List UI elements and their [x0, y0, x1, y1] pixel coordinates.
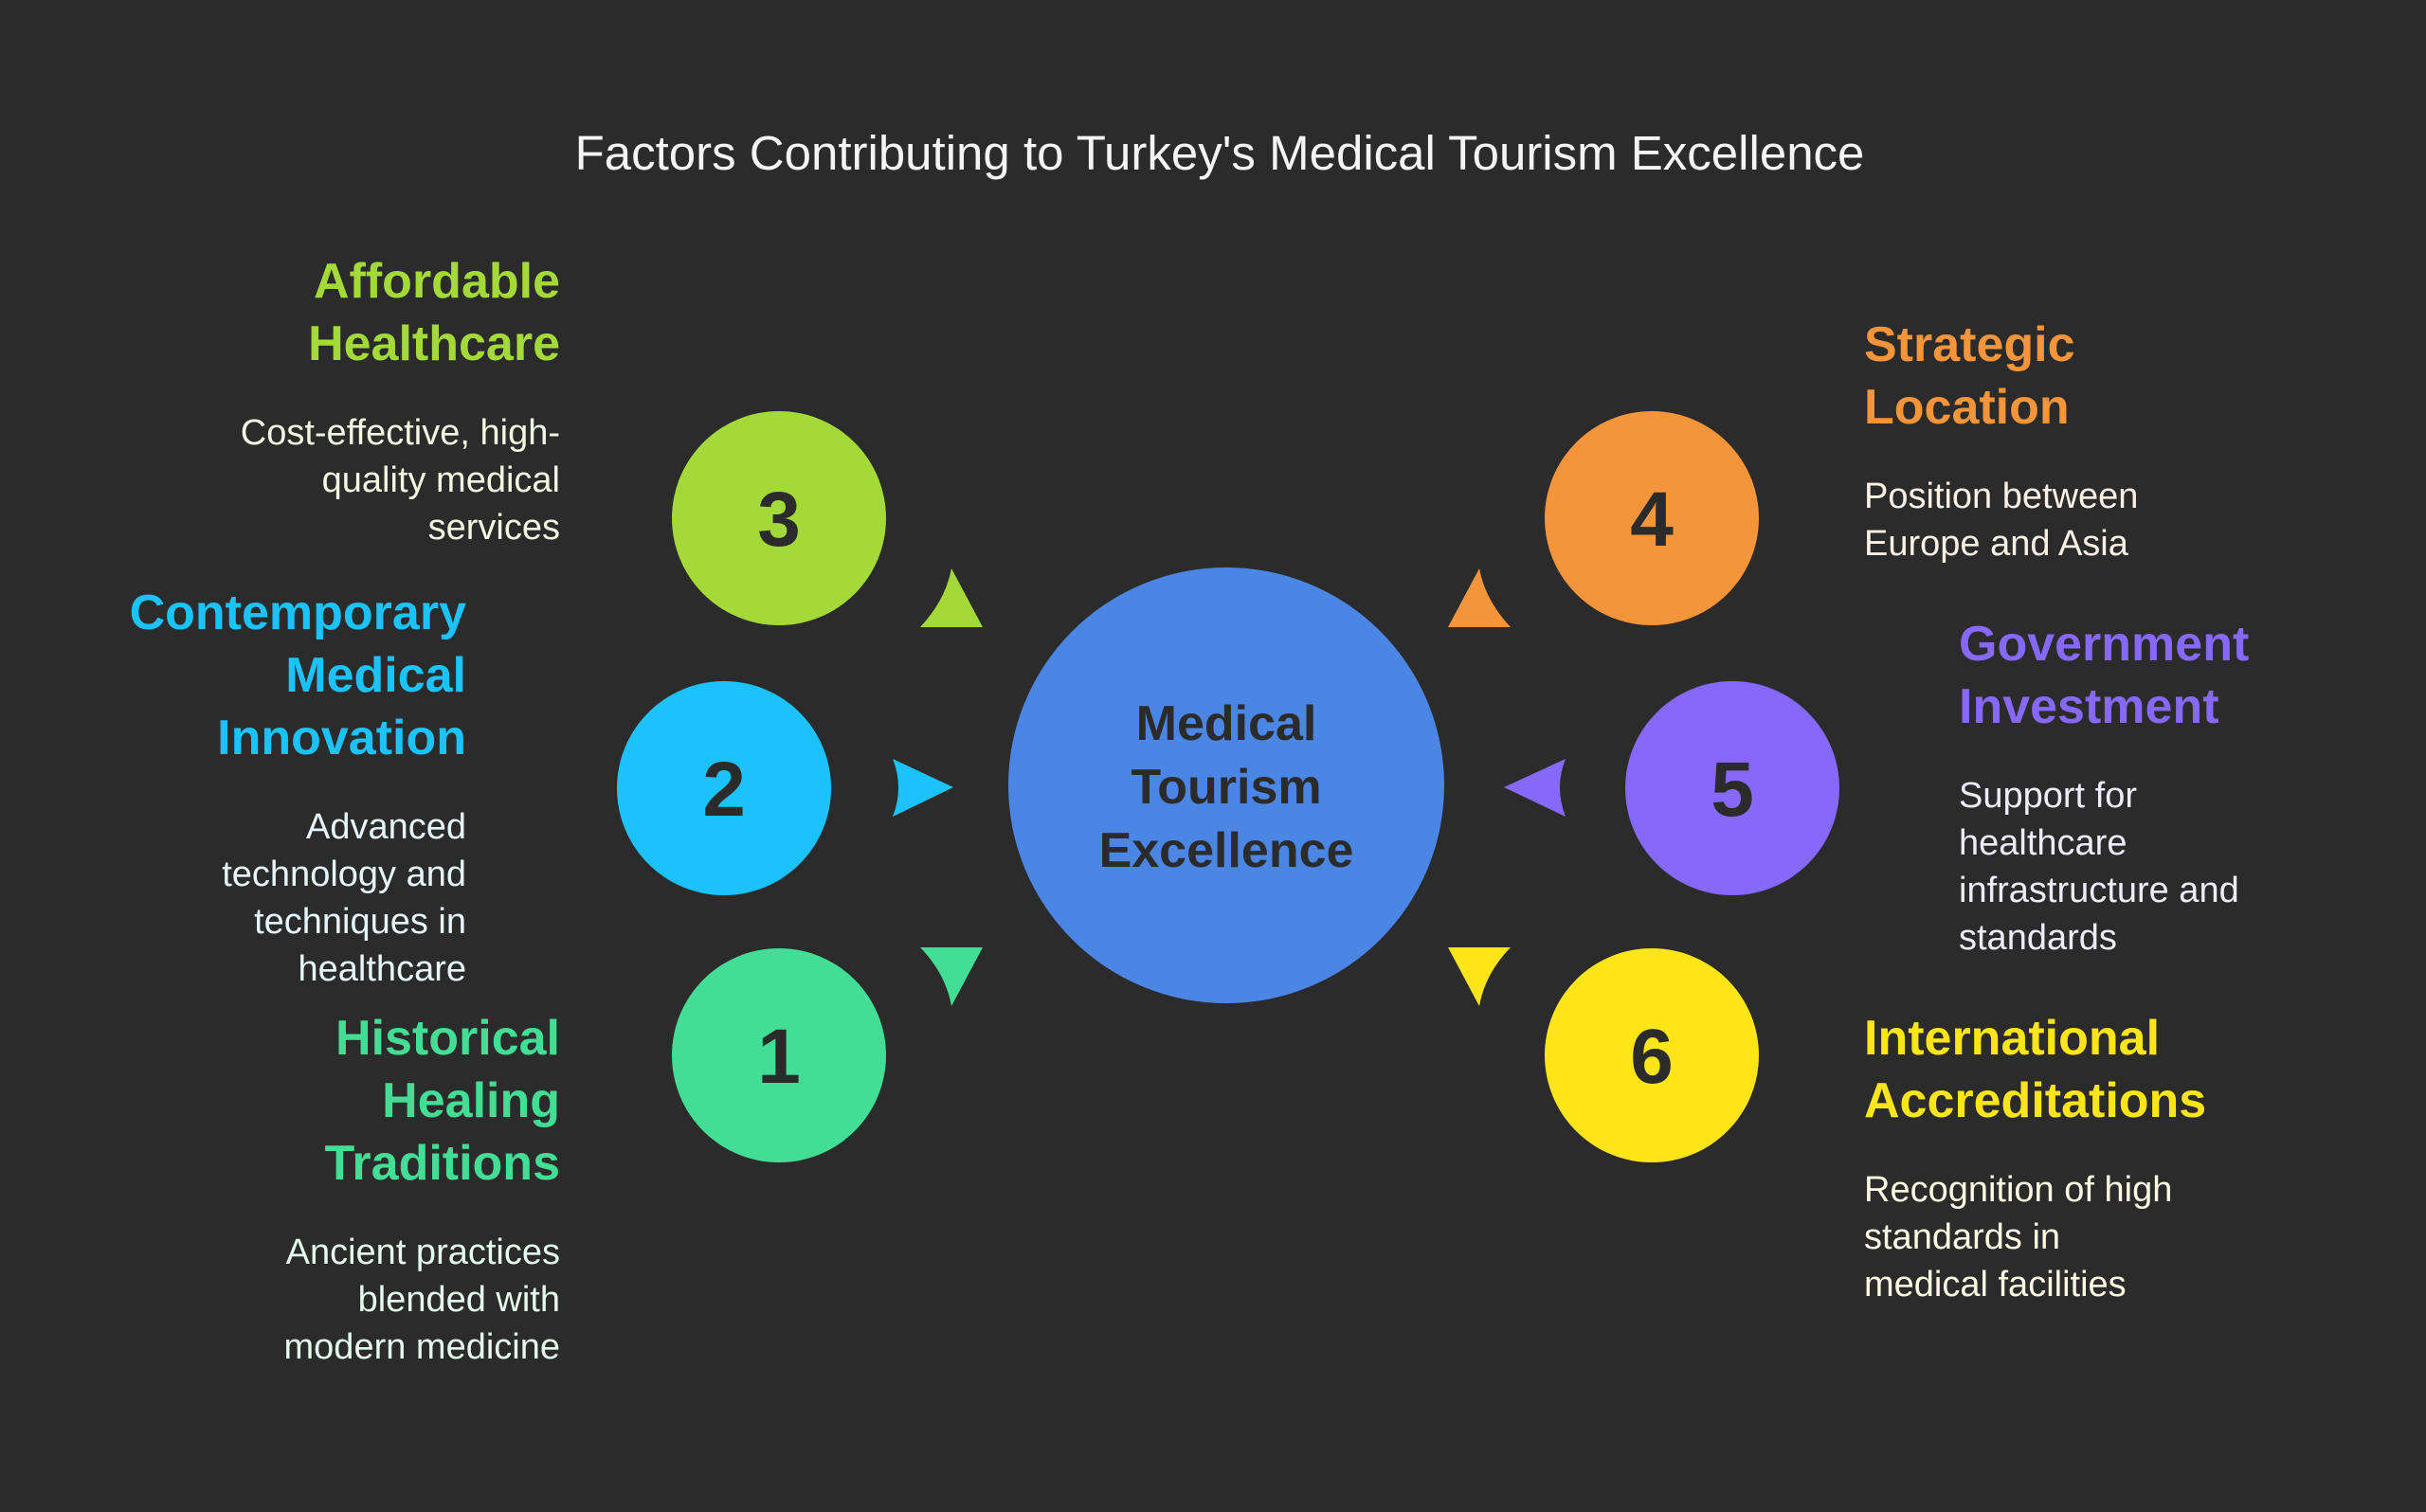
description-line: quality medical	[321, 460, 560, 500]
heading-line: Innovation	[217, 711, 466, 765]
description-line: Europe and Asia	[1864, 524, 2128, 564]
heading-line: Healing	[382, 1073, 560, 1128]
description-line: Position between	[1864, 477, 2139, 516]
factor-circle-5	[1625, 681, 1839, 895]
heading-line: International	[1864, 1011, 2161, 1066]
heading-line: Location	[1864, 380, 2070, 435]
description-line: techniques in	[254, 902, 466, 942]
center-label-line-2: Tourism	[1131, 760, 1321, 815]
description-line: blended with	[357, 1280, 560, 1320]
description-line: Cost-effective, high-	[240, 413, 560, 453]
factor-text-3: Affordable Healthcare Cost-effective, hi…	[241, 250, 560, 551]
arrow-down-icon	[920, 947, 983, 1006]
factor-heading-1: Historical Healing Traditions	[284, 1007, 560, 1195]
description-line: modern medicine	[283, 1327, 560, 1367]
heading-line: Accreditations	[1864, 1073, 2207, 1128]
factor-description-1: Ancient practices blended with modern me…	[284, 1229, 560, 1371]
factor-heading-6: International Accreditations	[1864, 1007, 2206, 1132]
heading-line: Strategic	[1864, 317, 2075, 372]
heading-line: Traditions	[324, 1136, 560, 1191]
factor-text-4: Strategic Location Position between Euro…	[1864, 314, 2138, 567]
factor-circle-3	[672, 411, 886, 625]
description-line: services	[427, 508, 560, 548]
description-line: healthcare	[298, 949, 466, 989]
description-line: standards	[1959, 918, 2117, 958]
factor-description-2: Advanced technology and techniques in he…	[130, 803, 466, 993]
arrow-up-icon	[920, 568, 983, 627]
factor-circle-2	[617, 681, 831, 895]
factor-text-5: Government Investment Support for health…	[1959, 613, 2249, 962]
factor-number-2: 2	[702, 747, 746, 833]
factor-circle-6	[1545, 948, 1759, 1162]
factor-description-3: Cost-effective, high- quality medical se…	[241, 409, 560, 551]
factor-text-2: Contemporary Medical Innovation Advanced…	[130, 582, 466, 993]
center-circle	[1008, 567, 1444, 1003]
factor-number-1: 1	[757, 1014, 801, 1100]
factor-description-5: Support for healthcare infrastructure an…	[1959, 772, 2249, 962]
description-line: Support for	[1959, 776, 2137, 816]
factor-number-5: 5	[1711, 747, 1754, 833]
factor-node-4: 4	[1448, 411, 1759, 627]
factor-text-1: Historical Healing Traditions Ancient pr…	[284, 1007, 560, 1371]
description-line: standards in	[1864, 1217, 2061, 1257]
heading-line: Medical	[285, 648, 466, 703]
factor-node-5: 5	[1504, 681, 1839, 895]
factor-circle-4	[1545, 411, 1759, 625]
description-line: infrastructure and	[1959, 871, 2239, 910]
heading-line: Historical	[335, 1011, 560, 1066]
center-node: Medical Tourism Excellence	[1008, 567, 1444, 1003]
factor-text-6: International Accreditations Recognition…	[1864, 1007, 2206, 1308]
description-line: Ancient practices	[285, 1233, 560, 1272]
arrow-right-icon	[893, 759, 953, 817]
heading-line: Contemporary	[129, 585, 466, 640]
heading-line: Investment	[1959, 679, 2219, 734]
heading-line: Healthcare	[308, 316, 560, 371]
center-label-line-3: Excellence	[1099, 823, 1354, 878]
heading-line: Government	[1959, 617, 2250, 672]
arrow-left-icon	[1504, 759, 1566, 817]
factor-number-4: 4	[1630, 477, 1674, 563]
factor-circle-1	[672, 948, 886, 1162]
factor-node-1: 1	[672, 947, 983, 1162]
description-line: medical facilities	[1864, 1265, 2127, 1305]
factor-description-6: Recognition of high standards in medical…	[1864, 1166, 2206, 1308]
factor-description-4: Position between Europe and Asia	[1864, 473, 2138, 567]
factor-number-6: 6	[1630, 1014, 1674, 1100]
diagram-title: Factors Contributing to Turkey's Medical…	[574, 126, 1865, 180]
factor-heading-2: Contemporary Medical Innovation	[130, 582, 466, 769]
factor-heading-4: Strategic Location	[1864, 314, 2138, 439]
description-line: Recognition of high	[1864, 1170, 2173, 1210]
factor-node-3: 3	[672, 411, 983, 627]
factor-heading-5: Government Investment	[1959, 613, 2249, 738]
arrow-up-icon	[1448, 568, 1511, 627]
factor-heading-3: Affordable Healthcare	[241, 250, 560, 375]
heading-line: Affordable	[314, 254, 560, 309]
description-line: healthcare	[1959, 823, 2127, 863]
factor-number-3: 3	[757, 477, 801, 563]
factor-node-2: 2	[617, 681, 953, 895]
center-label-line-1: Medical	[1136, 696, 1317, 751]
factor-node-6: 6	[1448, 947, 1759, 1162]
description-line: technology and	[222, 855, 466, 894]
description-line: Advanced	[305, 807, 466, 847]
arrow-down-icon	[1448, 947, 1511, 1006]
